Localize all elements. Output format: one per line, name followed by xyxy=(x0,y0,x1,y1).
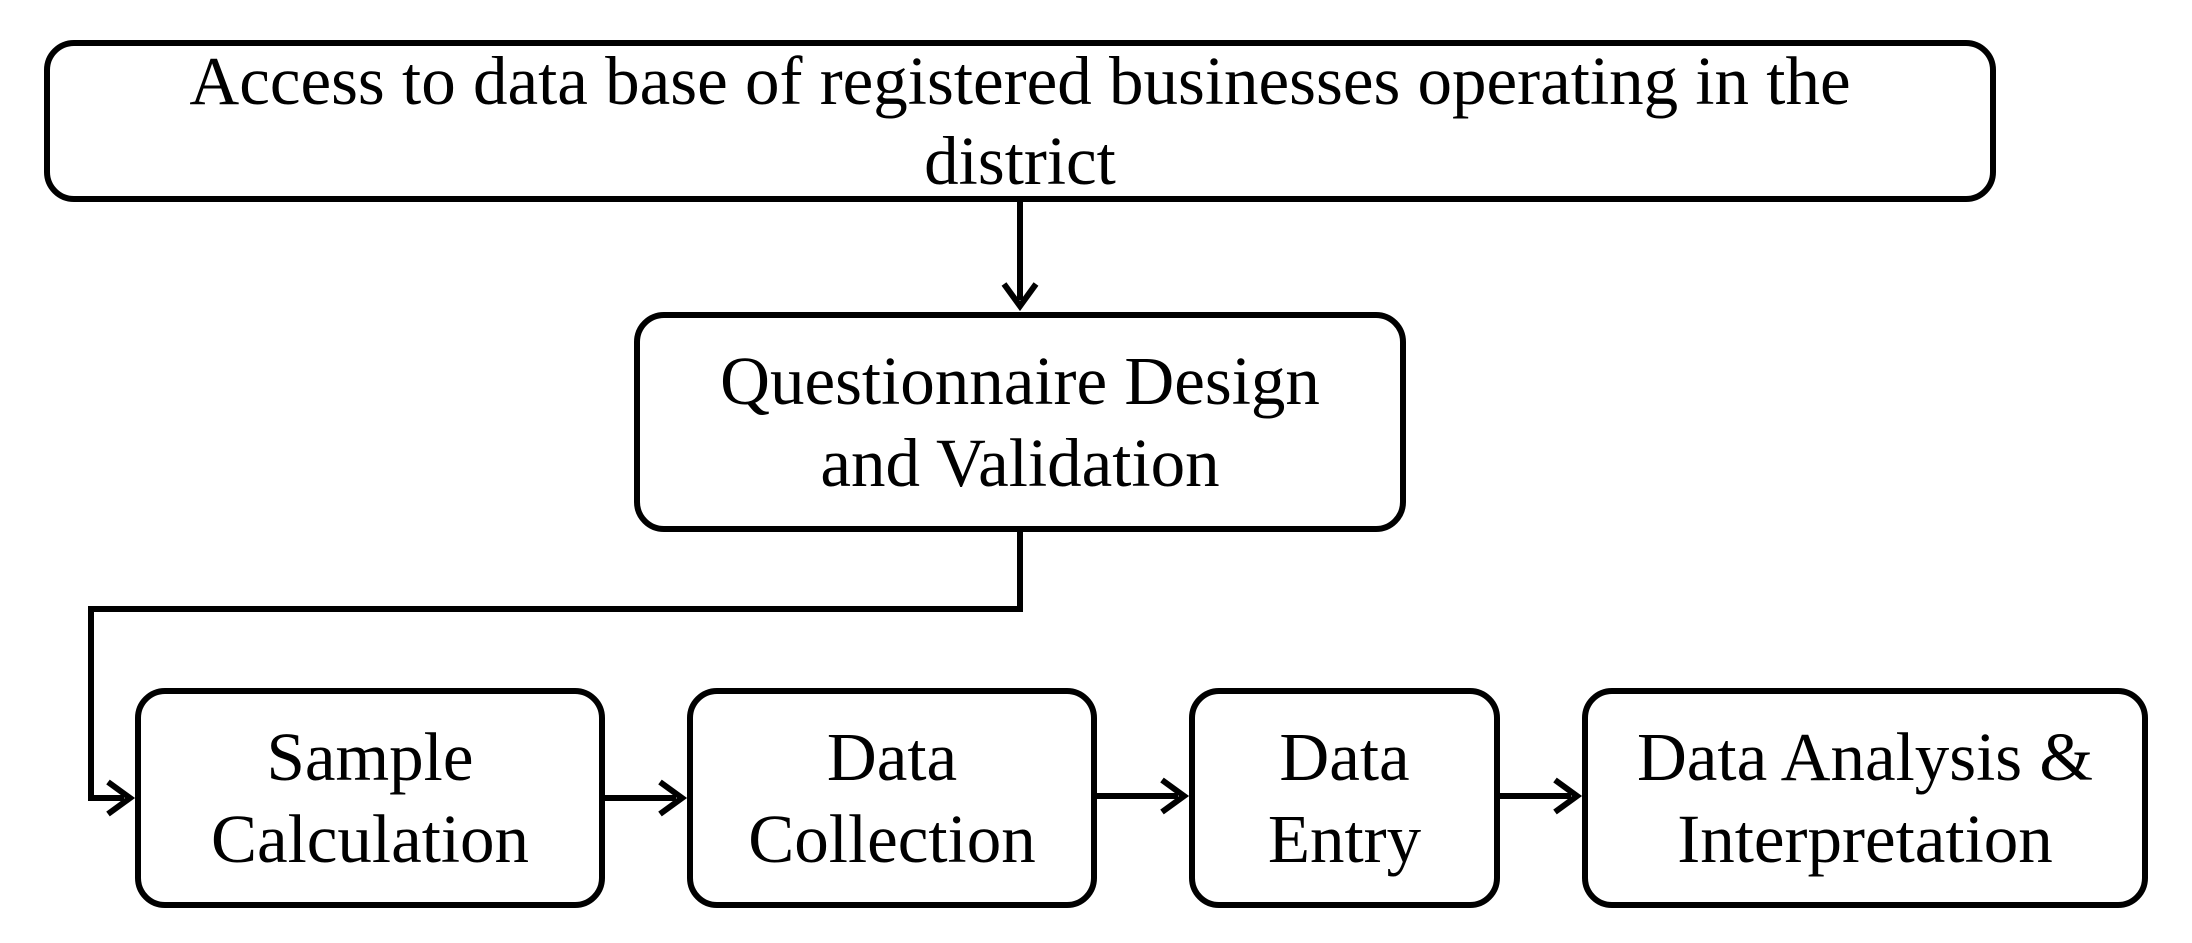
arrowhead-questionnaire xyxy=(1001,282,1039,312)
step-questionnaire-design-label: Questionnaire Design and Validation xyxy=(720,343,1320,501)
step-data-collection-label: Data Collection xyxy=(748,719,1036,877)
step-access-database-label: Access to data base of registered busine… xyxy=(189,43,1851,199)
arrowhead-analysis xyxy=(1553,777,1583,815)
step-access-database: Access to data base of registered busine… xyxy=(44,40,1996,202)
step-questionnaire-design: Questionnaire Design and Validation xyxy=(634,312,1406,532)
step-data-entry-label: Data Entry xyxy=(1267,719,1422,877)
step-data-entry: Data Entry xyxy=(1189,688,1500,908)
step-data-analysis-label: Data Analysis & Interpretation xyxy=(1636,719,2094,877)
step-sample-calculation-label: Sample Calculation xyxy=(210,719,530,877)
connector-questionnaire-to-sample xyxy=(88,532,1023,801)
step-data-analysis: Data Analysis & Interpretation xyxy=(1582,688,2148,908)
step-sample-calculation: Sample Calculation xyxy=(135,688,605,908)
arrowhead-collection xyxy=(658,779,688,817)
arrowhead-entry xyxy=(1160,777,1190,815)
arrowhead-sample xyxy=(106,779,136,817)
step-data-collection: Data Collection xyxy=(687,688,1097,908)
